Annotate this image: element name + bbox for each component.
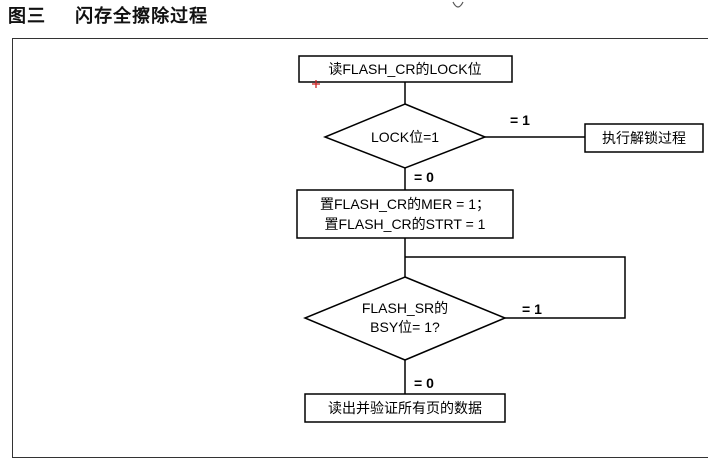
top-arc-mark (452, 1, 464, 8)
node-set-strt-label: 置FLASH_CR的STRT = 1 (325, 216, 486, 232)
node-lock-decision-label: LOCK位=1 (371, 129, 439, 145)
edge-label-bsy-no: = 0 (414, 375, 434, 391)
node-set-mer-label: 置FLASH_CR的MER = 1； (320, 196, 490, 213)
node-read-lock (298, 55, 513, 83)
edge-label-lock-no: = 0 (414, 169, 434, 185)
node-read-lock-label: 读FLASH_CR的LOCK位 (328, 61, 481, 77)
node-verify-label: 读出并验证所有页的数据 (328, 400, 482, 416)
node-bsy-label-line1: FLASH_SR的 (362, 300, 448, 316)
node-bsy-decision (303, 276, 507, 361)
edge-label-lock-yes: = 1 (510, 112, 530, 128)
node-unlock-label: 执行解锁过程 (602, 130, 686, 146)
edge-bsy-loop (405, 256, 626, 319)
cursor-mark (312, 80, 320, 88)
node-lock-decision (322, 103, 488, 169)
node-set-mer-strt (296, 189, 514, 239)
node-bsy-label-line2: BSY位= 1? (370, 319, 440, 335)
node-verify (304, 393, 506, 423)
flowchart: 读FLASH_CR的LOCK位 LOCK位=1 执行解锁过程 置FLASH_CR… (296, 55, 704, 423)
node-unlock (584, 123, 704, 153)
figure-caption: 图三 闪存全擦除过程 (8, 6, 209, 27)
edge-label-bsy-yes: = 1 (522, 301, 542, 317)
